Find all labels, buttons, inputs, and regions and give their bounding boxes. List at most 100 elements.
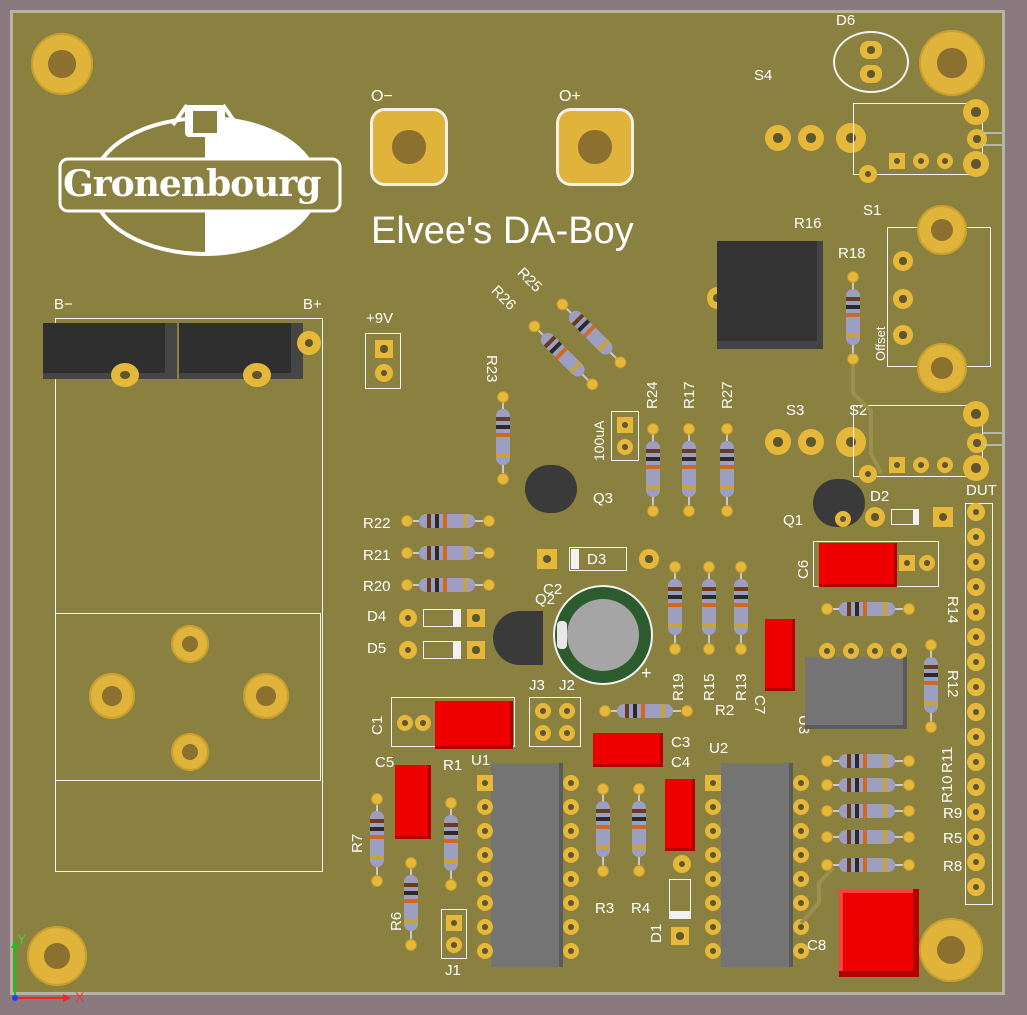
axis-x-label: X [75, 989, 85, 1005]
capacitor-c8 [839, 889, 919, 977]
capacitor-c5 [395, 765, 431, 839]
resistor-r7 [370, 793, 384, 887]
s4-pad-a [963, 99, 989, 125]
resistor-r21 [401, 546, 495, 560]
label-b-plus: B+ [303, 296, 322, 313]
j1-pad-1 [446, 915, 462, 931]
label-s1: S1 [863, 202, 882, 219]
label-q1: Q1 [783, 512, 804, 529]
u2left-pin [705, 823, 721, 839]
c1-pad-1 [397, 715, 413, 731]
s1-mount-top [917, 205, 967, 255]
battery-pad-1 [171, 625, 209, 663]
label-j1: J1 [445, 962, 461, 979]
u1left-pin [477, 847, 493, 863]
d1-band [669, 911, 691, 918]
transistor-q3 [525, 465, 577, 513]
s4-pad-e [889, 153, 905, 169]
label-u2: U2 [709, 740, 729, 757]
s4-pad-2 [798, 125, 824, 151]
dutpins-pin [967, 803, 985, 821]
mounting-hole-top-right [919, 30, 985, 96]
9v-connector-outline [365, 333, 401, 389]
label-c5: C5 [375, 754, 395, 771]
d4-body [423, 609, 461, 627]
label-r21: R21 [363, 547, 391, 564]
d3-band [571, 549, 579, 569]
resistor-r13 [734, 561, 748, 655]
d5-band [453, 641, 460, 659]
u2right-pin [793, 847, 809, 863]
terminal-o-minus[interactable] [373, 111, 445, 183]
u2left-pin [705, 895, 721, 911]
s2-pad-f [913, 457, 929, 473]
dutpins-pin [967, 853, 985, 871]
label-r8: R8 [943, 858, 963, 875]
led-d6 [833, 31, 909, 93]
c6-pad-1 [899, 555, 915, 571]
u1right-pin [563, 943, 579, 959]
mounting-hole-bottom-right [919, 918, 983, 982]
u3top-pin [891, 643, 907, 659]
s4-pad-f [913, 153, 929, 169]
d2-pad-2 [933, 507, 953, 527]
pcb-board[interactable]: Gronenbourg Elvee's DA-Boy O− O+ B− B+ +… [10, 10, 1005, 1005]
u2-pins-left [703, 775, 723, 959]
u2right-pin [793, 943, 809, 959]
resistor-r12 [924, 639, 938, 733]
label-r16: R16 [794, 215, 822, 232]
s2-pad-g [937, 457, 953, 473]
dutpins-pin [967, 878, 985, 896]
u1left-pin [477, 823, 493, 839]
capacitor-c6 [819, 543, 897, 587]
resistor-r20 [401, 578, 495, 592]
d2-band [913, 509, 919, 525]
u1right-pin [563, 871, 579, 887]
board-title: Elvee's DA-Boy [371, 210, 634, 252]
label-c8: C8 [807, 937, 827, 954]
c1-pad-2 [415, 715, 431, 731]
capacitor-c7 [765, 619, 795, 691]
label-d6: D6 [836, 12, 856, 29]
axis-indicator [11, 940, 71, 1002]
u1right-pin [563, 919, 579, 935]
label-r3: R3 [595, 900, 615, 917]
s1-pad-3 [893, 325, 913, 345]
s3-pad-2 [798, 429, 824, 455]
j3-pad-2 [535, 725, 551, 741]
dutpins-pin [967, 678, 985, 696]
s2-pad-a [963, 401, 989, 427]
d2-pad-1 [865, 507, 885, 527]
label-c4: C4 [671, 754, 691, 771]
terminal-o-plus[interactable] [559, 111, 631, 183]
u2right-pin [793, 895, 809, 911]
axis-y-label: Y [17, 931, 27, 947]
resistor-r15 [702, 561, 716, 655]
dutpins-pin [967, 603, 985, 621]
100ua-jumper-outline [611, 411, 639, 461]
u1left-pin [477, 895, 493, 911]
100ua-pad-2 [617, 439, 633, 455]
label-s3: S3 [786, 402, 805, 419]
u2right-pin [793, 871, 809, 887]
resistor-r22 [401, 514, 495, 528]
d5-pad-2 [467, 641, 485, 659]
label-dut: DUT [966, 482, 997, 499]
d1-pad [671, 927, 689, 945]
d1-body [669, 879, 691, 919]
u3top-pin [819, 643, 835, 659]
resistor-r3 [596, 783, 610, 877]
u1right-pin [563, 799, 579, 815]
s4-pad-b [967, 129, 987, 149]
s2-pad-b [967, 433, 987, 453]
capacitor-c1 [435, 701, 513, 749]
u2-pins-right [791, 775, 811, 959]
9v-pad-2 [375, 364, 393, 382]
label-d4: D4 [367, 608, 387, 625]
u1left-pin [477, 871, 493, 887]
dutpins-pin [967, 503, 985, 521]
u1left-pin [477, 943, 493, 959]
battery-pad-b-plus [243, 363, 271, 387]
label-r4: R4 [631, 900, 651, 917]
